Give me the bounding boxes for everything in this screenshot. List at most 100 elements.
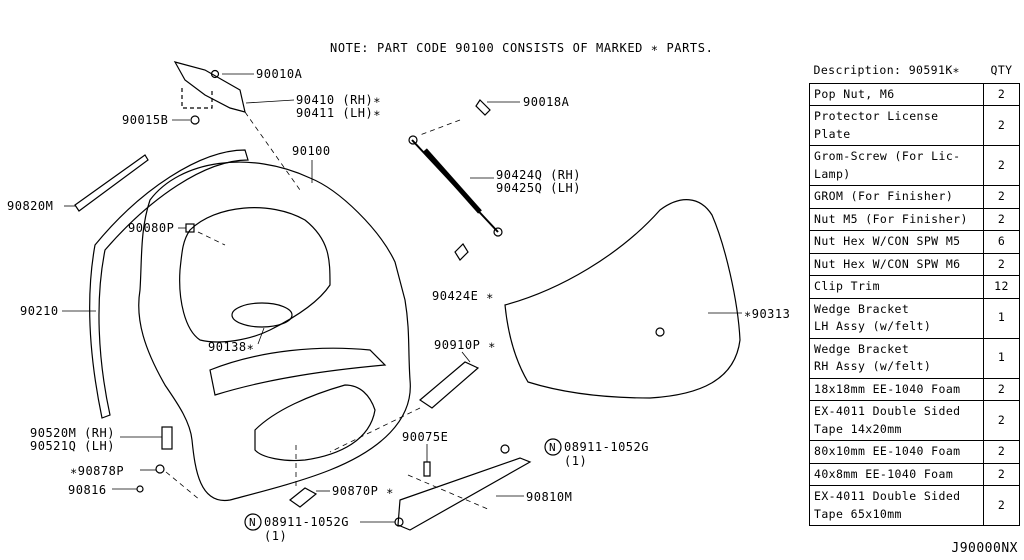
row-description: Clip Trim (809, 275, 984, 299)
label-90424E: 90424E ∗ (432, 289, 494, 303)
row-description-line: Tape 65x10mm (814, 506, 902, 521)
row-description-line: Nut Hex W/CON SPW M6 (814, 256, 961, 271)
leader-90138 (257, 327, 265, 345)
n-symbol-lower-text: N (249, 516, 256, 529)
parts-table-row: Nut M5 (For Finisher) 2 (809, 207, 1020, 231)
glass-hole (655, 327, 665, 337)
assembly-line-clip (197, 231, 226, 246)
weatherstrip-90820M (74, 154, 149, 212)
parts-table-row: Grom-Screw (For Lic-Lamp) 2 (809, 145, 1020, 186)
label-90100: 90100 (292, 144, 331, 158)
row-description-line: Grom-Screw (For Lic-Lamp) (814, 149, 961, 181)
assembly-line-hinge (244, 111, 301, 191)
leader-90910P (461, 351, 471, 363)
row-qty: 2 (983, 185, 1020, 209)
diagram-code: J90000NX (951, 541, 1018, 556)
row-description-line: Tape 14x20mm (814, 421, 902, 436)
leader-90410 (245, 99, 295, 104)
parts-table-row: Pop Nut, M6 2 (809, 82, 1020, 106)
n-symbol-upper-text: N (549, 441, 556, 454)
row-qty: 2 (983, 252, 1020, 276)
weatherstrip-90210 (89, 149, 249, 419)
label-90910P: 90910P ∗ (434, 338, 496, 352)
label-90210: 90210 (20, 304, 59, 318)
license-plate-recess (254, 384, 376, 462)
row-description-line: Wedge Bracket (814, 341, 910, 356)
row-qty: 1 (983, 337, 1020, 379)
label-90878P: ∗90878P (70, 464, 125, 478)
label-08911-upper: 08911-1052G (564, 440, 649, 454)
gas-stay-cylinder (423, 148, 482, 214)
parts-table-row: GROM (For Finisher) 2 (809, 185, 1020, 209)
row-qty: 2 (983, 400, 1020, 441)
garnish-band (209, 347, 387, 396)
parts-table-row: Nut Hex W/CON SPW M6 2 (809, 252, 1020, 276)
bracket-leader (181, 88, 213, 109)
row-qty: 2 (983, 105, 1020, 146)
assembly-line-stay (419, 119, 461, 136)
gas-stay-ball-lower (454, 243, 469, 261)
row-description: Pop Nut, M6 (809, 82, 984, 106)
row-qty: 2 (983, 82, 1020, 106)
row-description: 40x8mm EE-1040 Foam (809, 462, 984, 486)
label-90410: 90410 (RH)∗ (296, 93, 381, 107)
row-description: GROM (For Finisher) (809, 185, 984, 209)
row-description: Grom-Screw (For Lic-Lamp) (809, 145, 984, 186)
row-qty: 2 (983, 377, 1020, 401)
label-90313: ∗90313 (744, 307, 791, 321)
row-description-line: LH Assy (w/felt) (814, 319, 932, 333)
row-description-line: 40x8mm EE-1040 Foam (814, 466, 954, 481)
row-qty: 1 (983, 297, 1020, 339)
row-description-line: Nut M5 (For Finisher) (814, 211, 968, 226)
label-90521Q: 90521Q (LH) (30, 439, 115, 453)
row-qty: 2 (983, 462, 1020, 486)
gas-stay-end-lower (493, 227, 503, 237)
parts-table-header: Description: 90591K∗ QTY (810, 62, 1020, 83)
row-description: Nut Hex W/CON SPW M6 (809, 252, 984, 276)
back-door-glass-90313 (504, 199, 741, 399)
assembly-line-finisher (329, 407, 421, 453)
back-door-window-opening (179, 207, 331, 343)
label-90520M: 90520M (RH) (30, 426, 115, 440)
bracket-90870P (288, 487, 318, 508)
row-description: Protector License Plate (809, 105, 984, 146)
assembly-line-spoiler (407, 474, 491, 511)
screw-90075E (423, 461, 431, 477)
row-description: 18x18mm EE-1040 Foam (809, 377, 984, 401)
gas-stay-ball-stud (475, 99, 491, 116)
label-90425Q: 90425Q (LH) (496, 181, 581, 195)
nut-90015B (190, 115, 200, 125)
bracket-90910P (419, 361, 480, 409)
row-description-line: GROM (For Finisher) (814, 189, 954, 203)
row-description-line: 80x10mm EE-1040 Foam (814, 444, 961, 458)
row-description-line: Pop Nut, M6 (814, 86, 895, 101)
row-qty: 2 (983, 145, 1020, 186)
hinge-plate (173, 61, 246, 113)
row-description: Nut M5 (For Finisher) (809, 207, 984, 231)
parts-table-row: Protector License Plate 2 (809, 105, 1020, 146)
row-description: Nut Hex W/CON SPW M5 (809, 230, 984, 254)
label-90820M: 90820M (7, 199, 54, 213)
label-90018A: 90018A (523, 95, 570, 109)
label-08911-upper-qty: (1) (564, 454, 588, 468)
clip-90878P (155, 464, 165, 474)
finisher-90810M (397, 457, 532, 531)
row-description-line: Protector License Plate (814, 109, 939, 141)
label-90816: 90816 (68, 483, 107, 497)
row-qty: 2 (983, 207, 1020, 231)
row-qty: 6 (983, 230, 1020, 254)
header-qty: QTY (990, 63, 1013, 77)
bolt-90010A (210, 69, 220, 79)
row-qty: 12 (983, 275, 1020, 299)
label-90138: 90138∗ (208, 340, 255, 354)
